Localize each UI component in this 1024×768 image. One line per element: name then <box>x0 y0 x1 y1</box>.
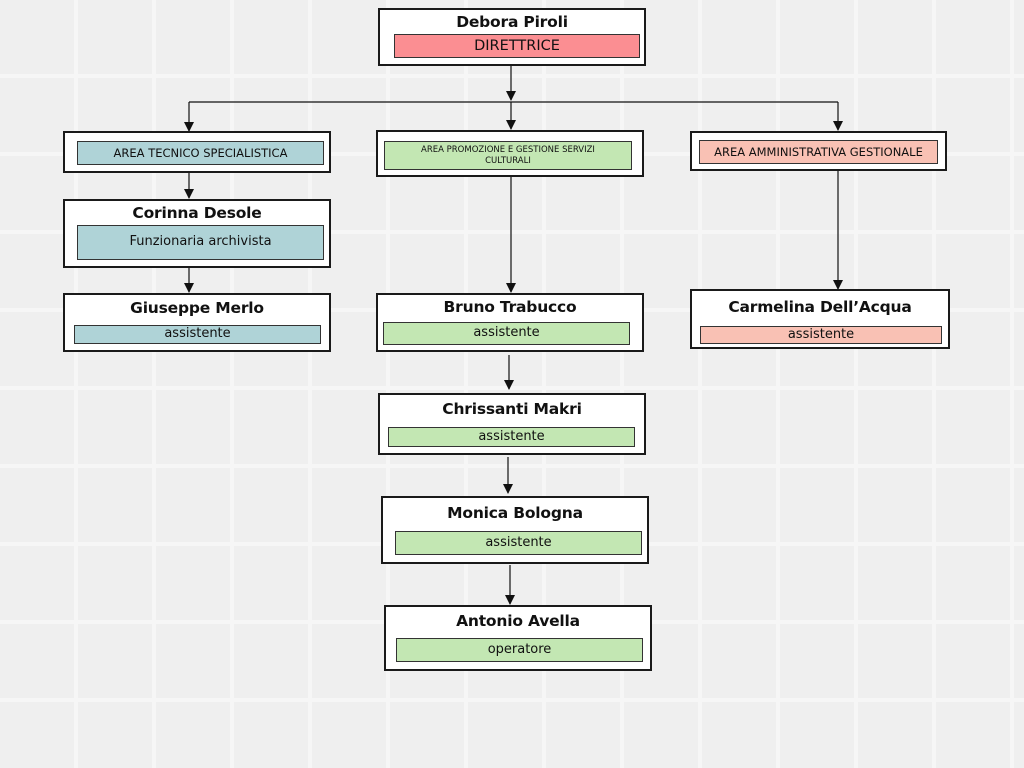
person-node-chrissanti: Chrissanti Makri assistente <box>378 393 646 455</box>
person-role: Funzionaria archivista <box>77 225 324 260</box>
person-name: Chrissanti Makri <box>442 400 582 418</box>
director-name: Debora Piroli <box>456 13 568 31</box>
person-node-carmelina: Carmelina Dell’Acqua assistente <box>690 289 950 349</box>
person-node-bruno: Bruno Trabucco assistente <box>376 293 644 352</box>
person-node-giuseppe: Giuseppe Merlo assistente <box>63 293 331 352</box>
person-role: assistente <box>700 326 942 344</box>
director-node: Debora Piroli DIRETTRICE <box>378 8 646 66</box>
area-promozione-node: AREA PROMOZIONE E GESTIONE SERVIZI CULTU… <box>376 130 644 177</box>
director-role-badge: DIRETTRICE <box>394 34 640 58</box>
area-promozione-label: AREA PROMOZIONE E GESTIONE SERVIZI CULTU… <box>384 141 632 170</box>
person-name: Monica Bologna <box>447 504 583 522</box>
area-amministrativa-node: AREA AMMINISTRATIVA GESTIONALE <box>690 131 947 171</box>
person-role: assistente <box>74 325 321 344</box>
person-role: assistente <box>395 531 642 555</box>
person-role: operatore <box>396 638 643 662</box>
person-name: Antonio Avella <box>456 612 580 630</box>
person-name: Corinna Desole <box>132 204 262 222</box>
person-role: assistente <box>388 427 635 447</box>
area-amministrativa-label: AREA AMMINISTRATIVA GESTIONALE <box>699 140 938 164</box>
person-node-monica: Monica Bologna assistente <box>381 496 649 564</box>
person-node-antonio: Antonio Avella operatore <box>384 605 652 671</box>
area-tecnico-label: AREA TECNICO SPECIALISTICA <box>77 141 324 165</box>
area-tecnico-node: AREA TECNICO SPECIALISTICA <box>63 131 331 173</box>
person-name: Bruno Trabucco <box>443 298 577 316</box>
person-name: Carmelina Dell’Acqua <box>728 298 912 316</box>
person-role: assistente <box>383 322 630 345</box>
person-node-corinna: Corinna Desole Funzionaria archivista <box>63 199 331 268</box>
person-name: Giuseppe Merlo <box>130 299 264 317</box>
